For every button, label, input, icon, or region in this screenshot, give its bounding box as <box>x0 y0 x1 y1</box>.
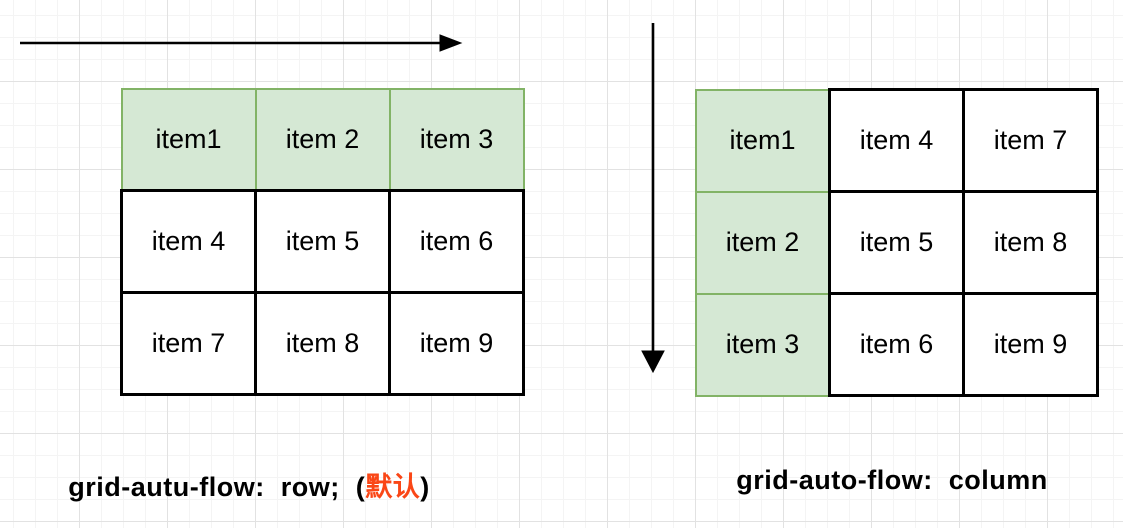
caption-row-flow-close-paren: ) <box>420 472 430 502</box>
grid-cell: item 9 <box>962 292 1099 397</box>
caption-column-flow: grid-auto-flow: column <box>736 465 1047 496</box>
grid-cell: item 3 <box>695 292 831 397</box>
grid-cell: item 2 <box>695 190 831 295</box>
grid-cell: item 7 <box>962 88 1099 193</box>
grid-row: item 4 item 5 item 6 <box>120 189 525 294</box>
grid-cell: item 8 <box>962 190 1099 295</box>
grid-cell: item 5 <box>254 189 391 294</box>
column-flow-arrow-icon <box>641 23 665 374</box>
grid-cell: item 4 <box>120 189 257 294</box>
grid-row-flow: item1 item 2 item 3 item 4 item 5 item 6… <box>120 88 525 396</box>
grid-cell: item1 <box>120 88 257 192</box>
grid-column-flow: item1 item 4 item 7 item 2 item 5 item 8… <box>695 88 1099 397</box>
grid-cell: item 8 <box>254 291 391 396</box>
caption-row-flow-default-highlight: 默认 <box>365 472 421 502</box>
grid-cell: item1 <box>695 88 831 193</box>
grid-row: item1 item 4 item 7 <box>695 88 1099 193</box>
grid-cell: item 9 <box>388 291 525 396</box>
grid-cell: item 3 <box>388 88 525 192</box>
grid-cell: item 7 <box>120 291 257 396</box>
grid-cell: item 6 <box>828 292 965 397</box>
caption-row-flow-text: grid-autu-flow: row; ( <box>68 472 366 502</box>
grid-row: item1 item 2 item 3 <box>120 88 525 192</box>
grid-cell: item 4 <box>828 88 965 193</box>
grid-cell: item 5 <box>828 190 965 295</box>
grid-row: item 3 item 6 item 9 <box>695 292 1099 397</box>
caption-column-flow-text: grid-auto-flow: column <box>736 465 1048 495</box>
grid-cell: item 2 <box>254 88 391 192</box>
grid-cell: item 6 <box>388 189 525 294</box>
caption-row-flow: grid-autu-flow: row; (默认) <box>68 465 429 504</box>
grid-row: item 7 item 8 item 9 <box>120 291 525 396</box>
row-flow-arrow-icon <box>20 34 463 52</box>
grid-row: item 2 item 5 item 8 <box>695 190 1099 295</box>
